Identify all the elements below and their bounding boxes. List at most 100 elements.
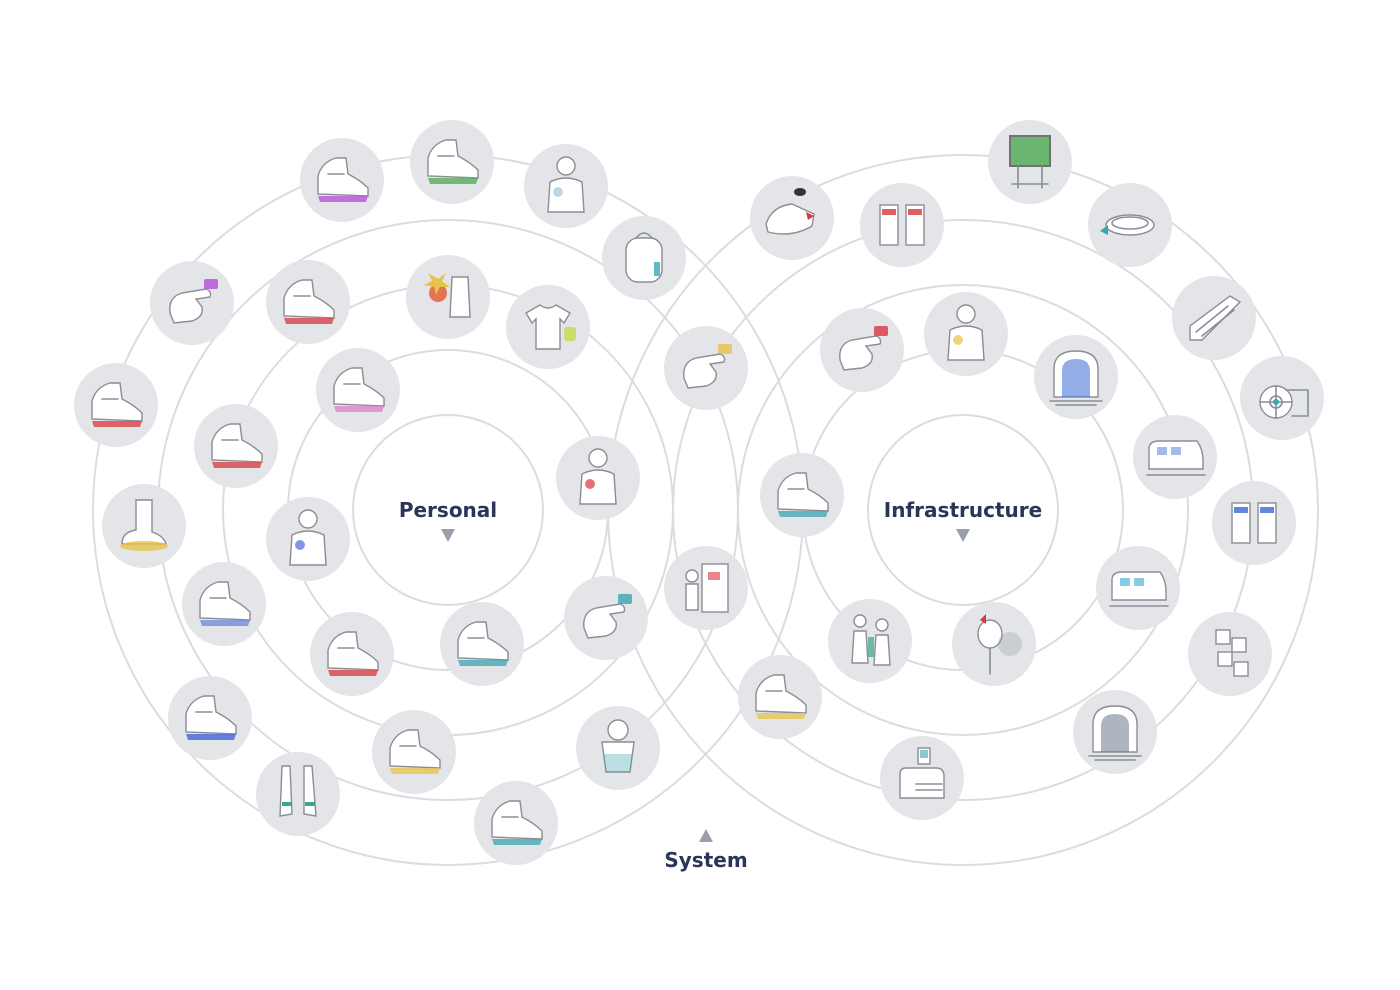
shirt-icon	[525, 304, 576, 350]
shoe-icon	[91, 382, 143, 427]
illustration-billboard-flowers	[988, 120, 1072, 204]
escalator-icon	[1189, 295, 1242, 341]
foot-icon	[120, 499, 168, 551]
billboard-icon	[1009, 135, 1051, 189]
shoe-icon	[185, 695, 237, 740]
illustration-foot-yellow-insole	[102, 484, 186, 568]
shoe-icon	[327, 631, 379, 676]
bubble-background	[1212, 481, 1296, 565]
tunnel-icon	[1088, 705, 1142, 761]
infrastructure-label: Infrastructure	[884, 498, 1042, 522]
illustration-cup-water	[576, 706, 660, 790]
illustration-bubbles	[74, 120, 1324, 865]
cover-icon	[1100, 214, 1155, 236]
illustration-shoe-yellow-sole	[738, 655, 822, 739]
illustration-shoe-yellow-plate	[372, 710, 456, 794]
tunnel-icon	[1049, 350, 1103, 406]
illustration-tunnel-door	[1034, 335, 1118, 419]
illustration-shoe-blue-air	[474, 781, 558, 865]
person-icon	[547, 156, 585, 213]
illustration-walker-yellow-tile	[924, 292, 1008, 376]
blocks-icon	[1215, 629, 1249, 677]
cup-icon	[601, 719, 635, 773]
infrastructure-ring-1	[867, 414, 1059, 606]
machine-icon	[685, 563, 729, 613]
train-icon	[1109, 571, 1169, 607]
illustration-shoe-blue-flow	[440, 602, 524, 686]
illustration-wrist-sensor	[150, 261, 234, 345]
illustration-jacket-fan	[556, 436, 640, 520]
train-icon	[1146, 440, 1206, 476]
person-icon	[947, 304, 985, 361]
shoe-icon	[211, 423, 263, 468]
people-icon	[851, 614, 891, 666]
hand-icon	[683, 344, 732, 389]
boot-icon	[199, 581, 251, 626]
bubble-background	[406, 255, 490, 339]
illustration-boot-green-heat	[410, 120, 494, 204]
illustration-person-backpack-mist	[524, 144, 608, 228]
illustration-manhole-cover	[1088, 183, 1172, 267]
illustration-laced-boot	[182, 562, 266, 646]
boot-icon	[427, 139, 479, 184]
illustration-turbine-wheel	[1240, 356, 1324, 440]
person-icon	[289, 509, 327, 566]
illustration-shoe-bugs	[750, 176, 834, 260]
illustration-shoe-flex-arrows	[74, 363, 158, 447]
shoe-icon	[755, 674, 807, 719]
shoe-icon	[457, 621, 509, 666]
illustration-shoe-pink-cushion	[316, 348, 400, 432]
illustration-legs-ankle-bands	[256, 752, 340, 836]
illustration-torso-signal	[266, 497, 350, 581]
infrastructure-ring-3	[737, 284, 1189, 736]
bubble-background	[256, 752, 340, 836]
illustration-clothing-charge	[506, 285, 590, 369]
illustration-train-platform	[1096, 546, 1180, 630]
illustration-ticket-machine	[664, 546, 748, 630]
illustration-wrist-band-arrows	[564, 576, 648, 660]
jacket-icon	[579, 448, 617, 505]
illustration-card-payment	[664, 326, 748, 410]
system-label: System	[664, 848, 747, 872]
bug-icon	[765, 188, 815, 235]
illustration-shoe-tilt-arrows	[310, 612, 394, 696]
illustration-sneaker-blue-heel	[168, 676, 252, 760]
shoe-icon	[389, 729, 441, 774]
infrastructure-down-marker	[956, 529, 970, 542]
gate-icon	[1231, 502, 1277, 544]
gate-icon	[879, 204, 925, 246]
illustration-people-waiting	[828, 599, 912, 683]
illustration-fan-mist	[952, 602, 1036, 686]
hand-icon	[583, 594, 632, 639]
shoe-icon	[777, 472, 829, 517]
illustration-backpack	[602, 216, 686, 300]
illustration-food-energy	[406, 255, 490, 339]
hand-icon	[839, 326, 888, 371]
hand-icon	[169, 279, 218, 324]
illustration-heel-arrows	[194, 404, 278, 488]
bubble-background	[860, 183, 944, 267]
food-icon	[424, 273, 471, 318]
illustration-shoe-step-platform	[760, 453, 844, 537]
wheel-icon	[1259, 385, 1309, 419]
illustration-boots-purple-heel	[300, 138, 384, 222]
illustration-train	[1133, 415, 1217, 499]
personal-label: Personal	[399, 498, 497, 522]
system-up-marker	[699, 829, 713, 842]
personal-down-marker	[441, 529, 455, 542]
illustration-shoe-sole-layers	[266, 260, 350, 344]
fan-icon	[977, 614, 1022, 675]
illustration-hand-card-tap	[820, 308, 904, 392]
illustration-escalator	[1172, 276, 1256, 360]
shoe-icon	[333, 367, 385, 412]
legs-icon	[279, 765, 317, 817]
illustration-scanner-machine	[880, 736, 964, 820]
backpack-icon	[625, 232, 663, 283]
scanner-icon	[899, 747, 945, 799]
shoe-icon	[317, 157, 369, 202]
personal-ring-1	[352, 414, 544, 606]
illustration-ticket-gates	[860, 183, 944, 267]
shoe-icon	[283, 279, 335, 324]
illustration-gate-pass	[1212, 481, 1296, 565]
